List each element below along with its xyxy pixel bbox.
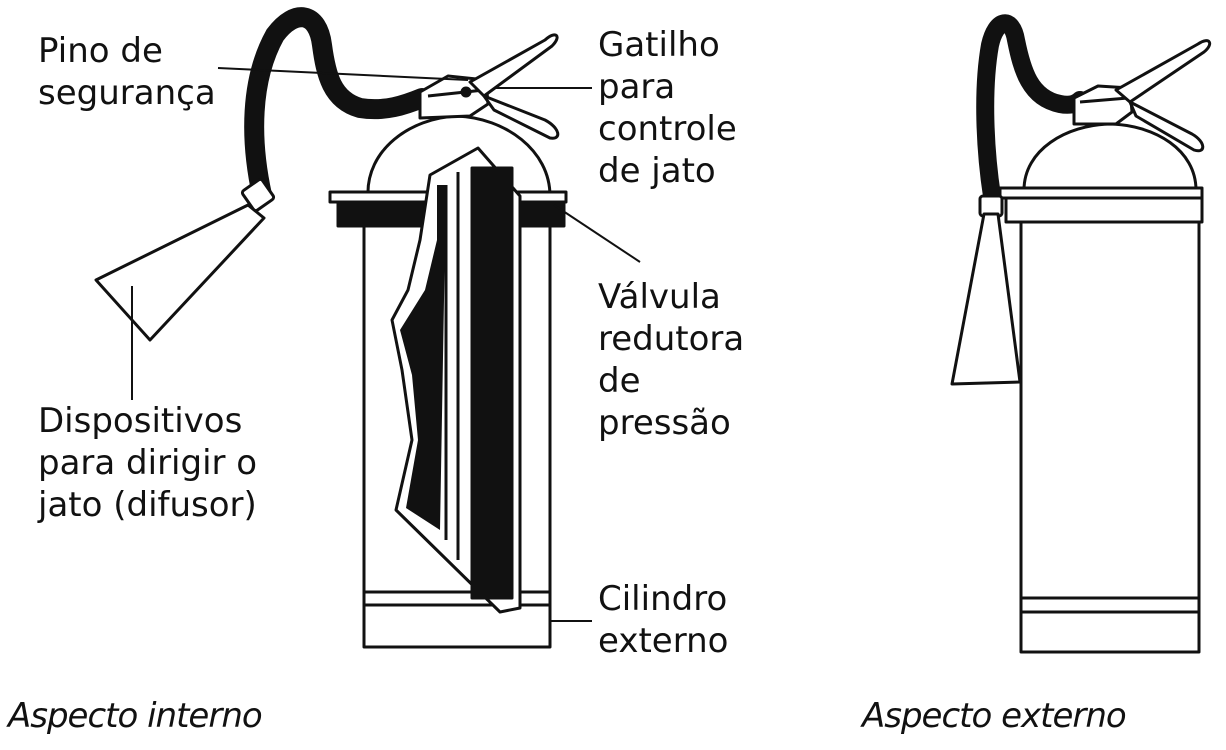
trigger-lever-lower: [482, 94, 560, 140]
label-trigger-line1: Gatilho: [598, 25, 720, 65]
leader-valve: [553, 204, 641, 263]
label-pressure-valve-line2: redutora: [598, 319, 745, 359]
ext-hose: [976, 14, 1089, 205]
inner-cartridge: [470, 166, 514, 600]
internal-extinguisher: [94, 7, 568, 649]
diffuser-horn: [94, 203, 266, 342]
label-trigger: Gatilho para controle de jato: [598, 24, 737, 192]
ext-diffuser-horn: [950, 212, 1022, 386]
hose: [244, 7, 432, 205]
ext-collar-band: [1004, 196, 1204, 224]
label-cylinder: Cilindro externo: [598, 578, 728, 662]
caption-internal: Aspecto interno: [8, 696, 263, 736]
caption-external: Aspecto externo: [862, 696, 1127, 736]
label-trigger-line3: controle: [598, 109, 737, 149]
valve-head-line: [427, 88, 485, 98]
valve-pin-head: [460, 86, 472, 98]
ext-trigger-lever-lower: [1128, 100, 1205, 153]
label-diffuser-line3: jato (difusor): [38, 485, 257, 525]
cutaway-dark-fill: [400, 185, 446, 530]
label-cylinder-line2: externo: [598, 621, 729, 661]
label-diffuser: Dispositivos para dirigir o jato (difuso…: [38, 400, 257, 526]
trigger-lever-upper: [468, 33, 559, 98]
ext-trigger-lever-upper: [1114, 39, 1212, 104]
label-pressure-valve-line1: Válvula: [598, 277, 721, 317]
external-extinguisher: [950, 14, 1212, 654]
ext-cylinder-body: [1019, 220, 1201, 654]
label-diffuser-line2: para dirigir o: [38, 443, 258, 483]
hose-coupling: [240, 177, 276, 213]
label-pressure-valve: Válvula redutora de pressão: [598, 276, 744, 444]
ext-valve-head-line: [1079, 96, 1129, 104]
label-safety-pin: Pino de segurança: [38, 30, 216, 114]
label-diffuser-line1: Dispositivos: [38, 401, 243, 441]
label-pressure-valve-line4: pressão: [598, 403, 731, 443]
leader-lines: [131, 67, 641, 622]
leader-safety-pin: [217, 67, 469, 81]
label-pressure-valve-line3: de: [598, 361, 641, 401]
label-trigger-line4: de jato: [598, 151, 716, 191]
label-cylinder-line1: Cilindro: [598, 579, 728, 619]
label-safety-pin-line2: segurança: [38, 73, 216, 113]
label-trigger-line2: para: [598, 67, 676, 107]
label-safety-pin-line1: Pino de: [38, 31, 163, 71]
